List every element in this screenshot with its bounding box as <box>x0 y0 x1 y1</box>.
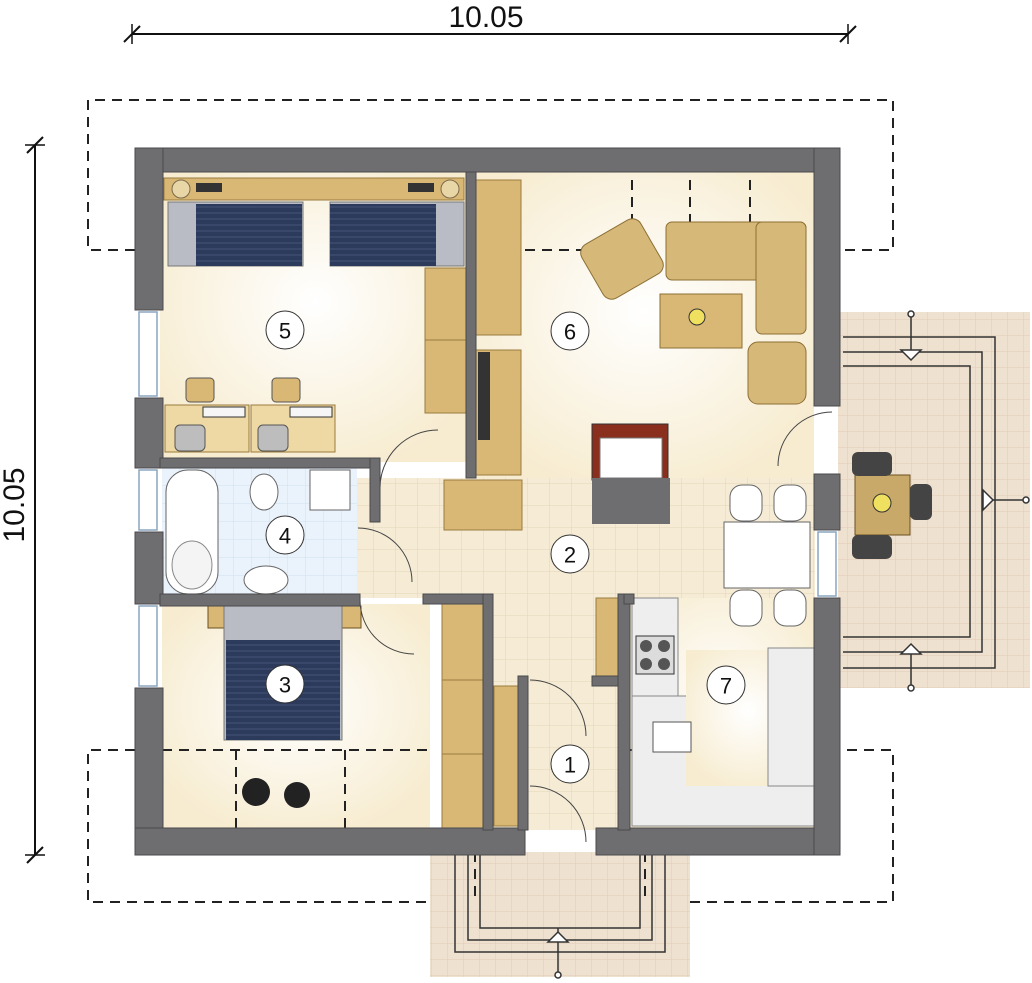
svg-text:3: 3 <box>279 673 291 698</box>
children-room-furniture <box>163 177 470 453</box>
terrace-stairs-right <box>843 310 1030 692</box>
width-dimension-label: 10.05 <box>448 1 523 34</box>
room-label-entrance: 1 <box>550 744 590 784</box>
dining-furniture <box>723 484 811 627</box>
svg-text:1: 1 <box>564 753 576 778</box>
room-label-living-room: 6 <box>550 311 590 351</box>
walls <box>134 147 841 856</box>
doors <box>357 411 833 843</box>
terrace-furniture <box>852 452 932 559</box>
windows <box>138 311 837 687</box>
room-label-kitchen: 7 <box>706 665 746 705</box>
living-room-furniture <box>443 179 807 531</box>
bathroom-fixtures <box>165 469 351 595</box>
height-dimension-label: 10.05 <box>0 467 31 542</box>
dimension-left <box>25 136 45 864</box>
front-terrace <box>430 852 690 977</box>
room-label-bedroom: 3 <box>265 664 305 704</box>
svg-text:7: 7 <box>720 674 732 699</box>
room-label-bathroom: 4 <box>265 515 305 555</box>
room-label-hall: 2 <box>550 534 590 574</box>
terrace-stairs-front <box>454 852 666 979</box>
dimension-top <box>123 24 857 44</box>
svg-text:2: 2 <box>564 543 576 568</box>
svg-text:6: 6 <box>564 320 576 345</box>
room-label-children-room: 5 <box>265 310 305 350</box>
kitchen-furniture <box>493 597 817 827</box>
svg-text:5: 5 <box>279 319 291 344</box>
svg-text:4: 4 <box>279 524 291 549</box>
